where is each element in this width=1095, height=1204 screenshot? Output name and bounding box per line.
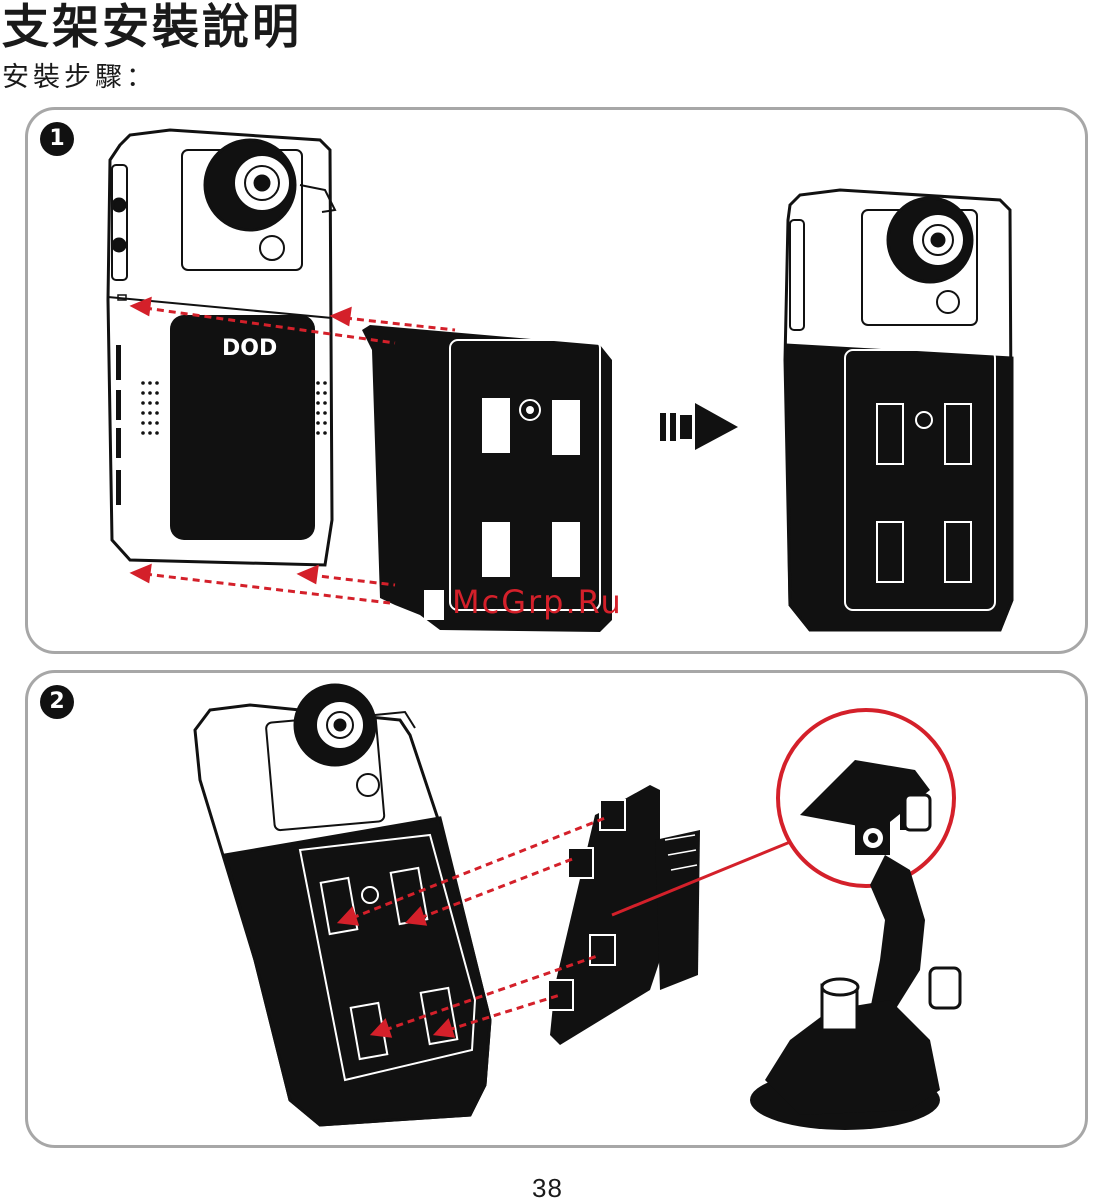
mount-adapter-illustration (548, 785, 700, 1045)
page-number: 38 (0, 1173, 1095, 1204)
watermark-text: McGrp.Ru (452, 583, 623, 621)
camera-with-bracket-illustration (195, 685, 490, 1125)
